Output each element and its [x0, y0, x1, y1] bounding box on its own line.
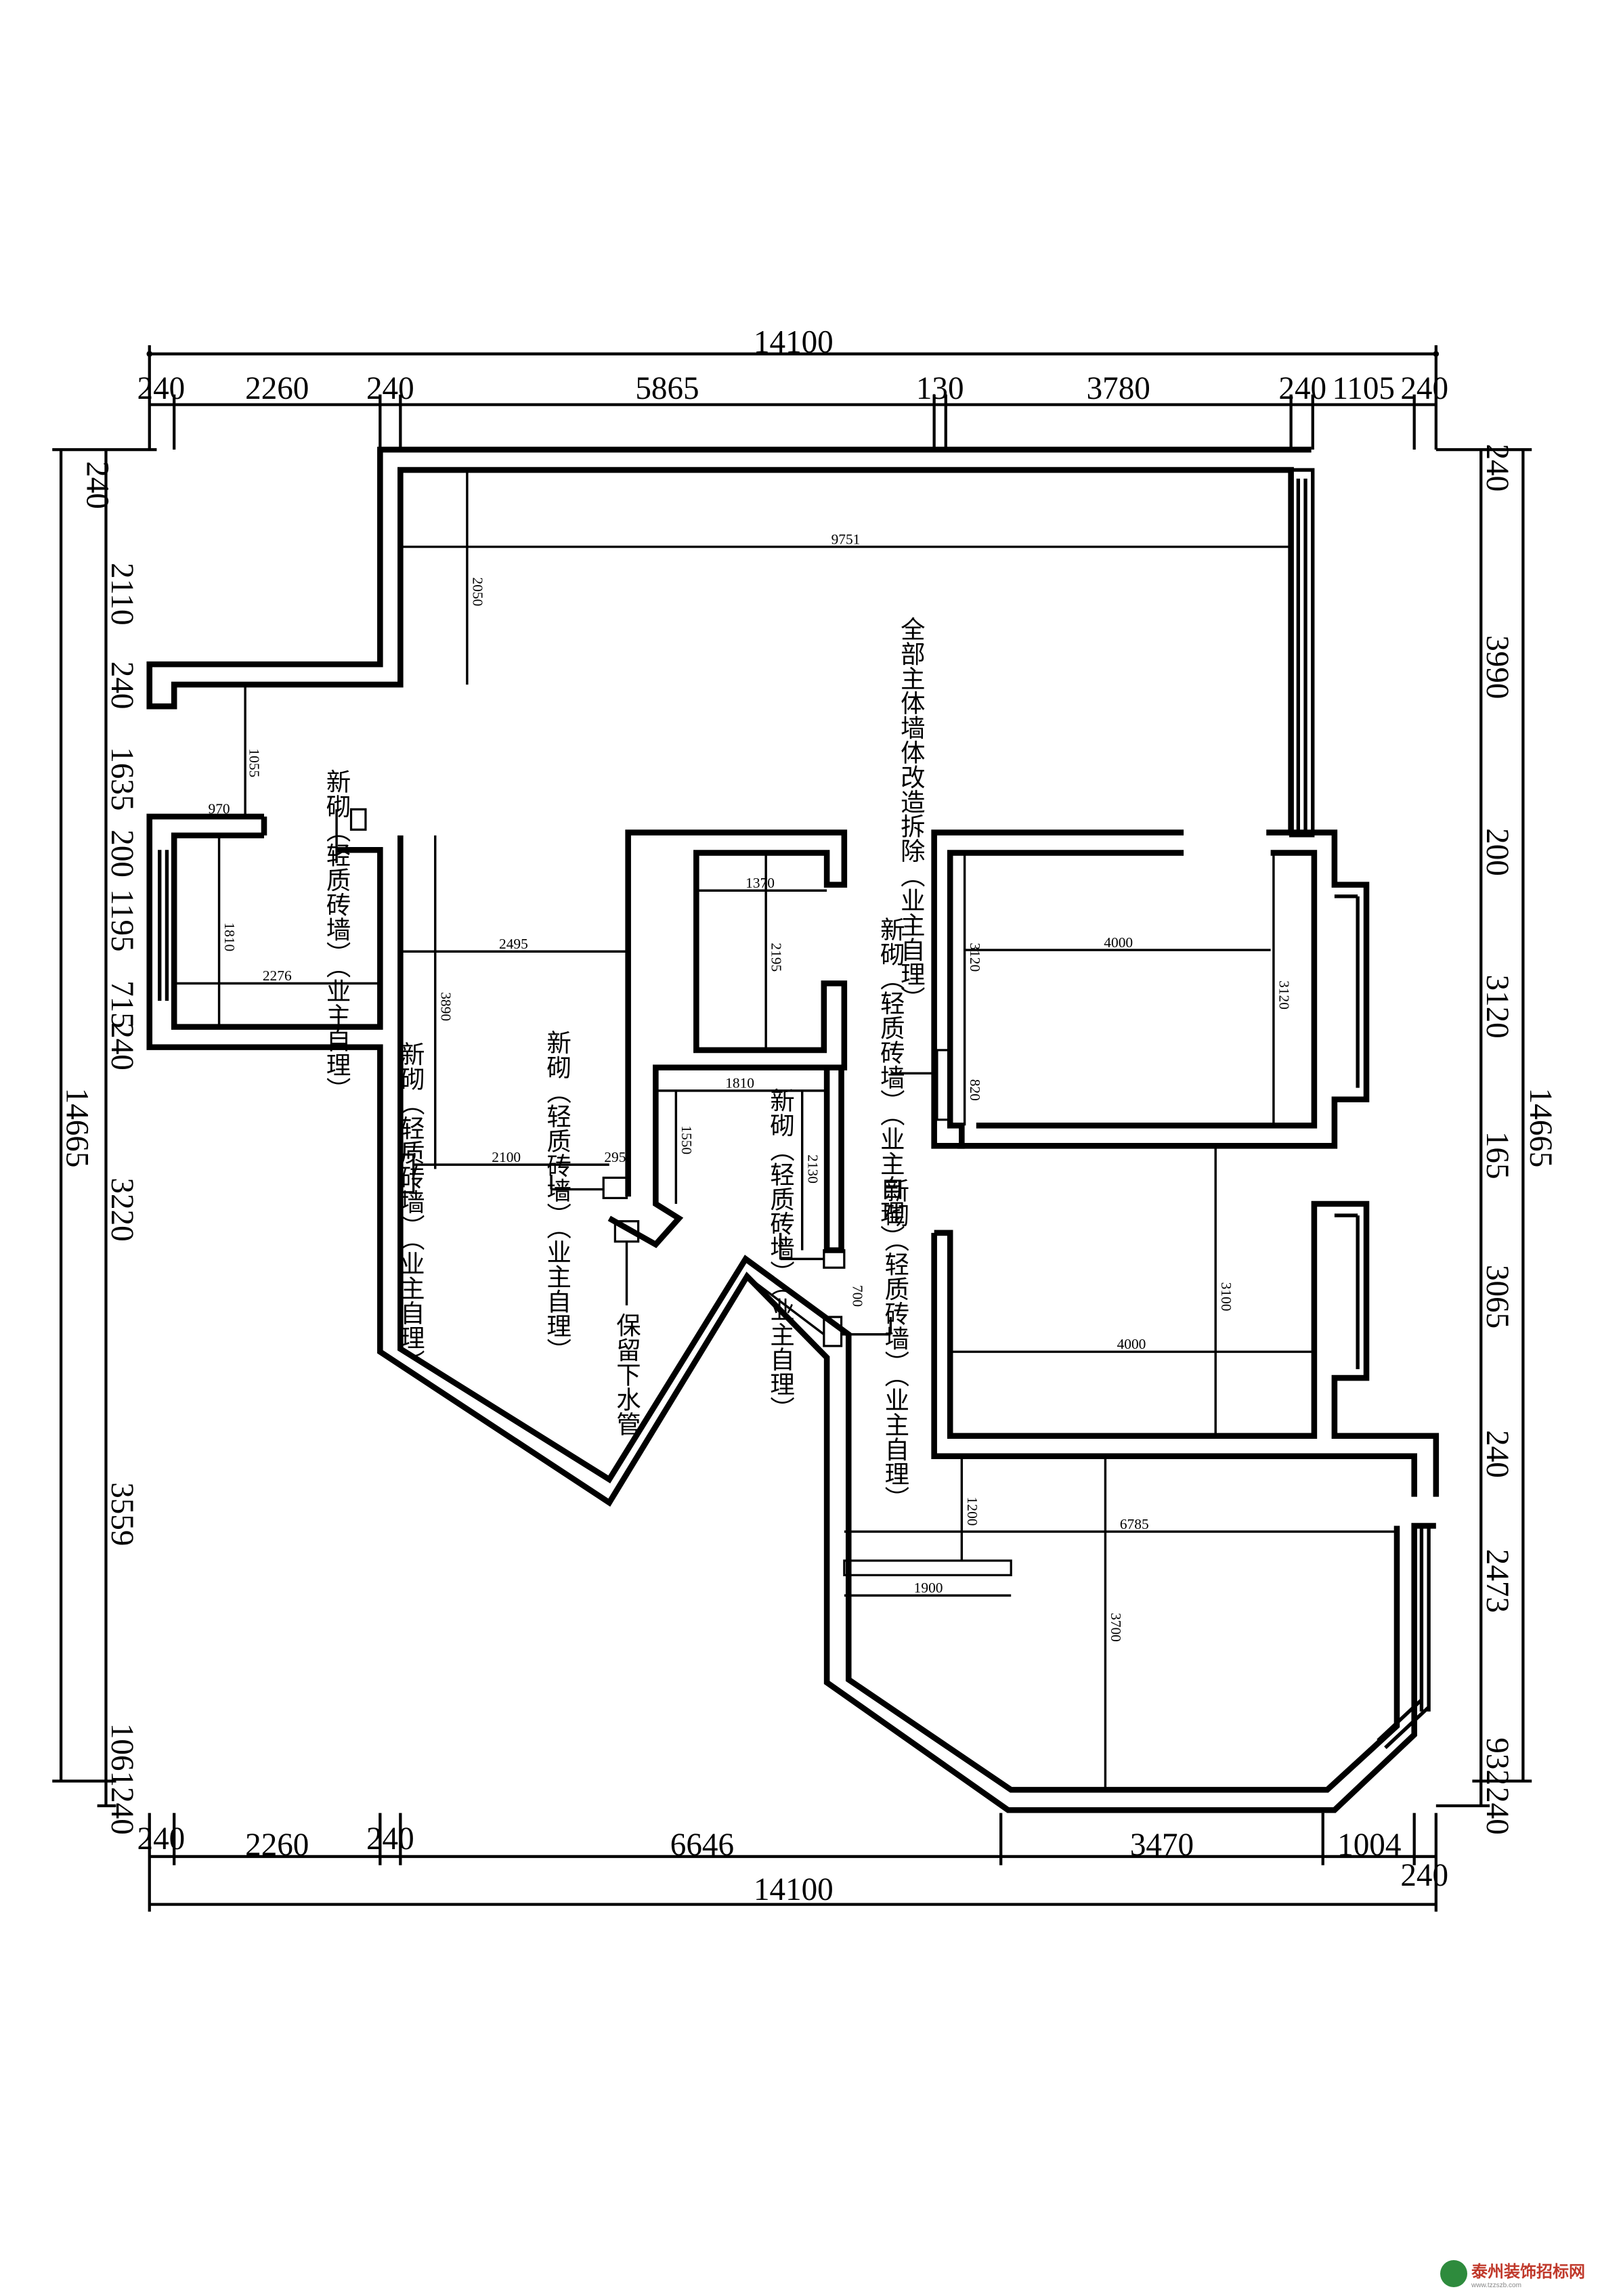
int-dim-2276: 2276 [263, 968, 292, 984]
int-dim-1370: 1370 [745, 875, 775, 891]
int-dim-4000b: 4000 [1117, 1336, 1146, 1352]
top-dim-1: 240 [137, 371, 186, 406]
right-dim-1: 240 [1479, 443, 1515, 492]
int-dim-700: 700 [850, 1285, 866, 1307]
int-dim-3700: 3700 [1108, 1613, 1124, 1642]
bottom-dim-3: 240 [366, 1821, 414, 1857]
watermark-url: www.tzzszb.com [1471, 2282, 1521, 2289]
top-dimension-lines [146, 345, 1440, 450]
top-dim-7: 240 [1278, 371, 1326, 406]
left-dim-7: 715 [104, 980, 139, 1028]
int-dim-3120b: 3120 [1276, 980, 1292, 1010]
right-dim-9: 932 [1479, 1737, 1515, 1785]
int-dim-6785: 6785 [1120, 1516, 1149, 1532]
watermark-logo-icon [1440, 2260, 1467, 2287]
right-dim-6: 3065 [1479, 1265, 1515, 1328]
left-dimension-lines [52, 448, 157, 1808]
annotations: 全部主体墙体改造拆除（业主自理） 新砌（轻质砖墙）（业主自理） 新砌（轻质砖墙）… [323, 616, 937, 1511]
right-dim-3: 200 [1479, 828, 1515, 876]
top-dim-2: 2260 [245, 371, 309, 406]
bottom-total-dim: 14100 [754, 1872, 834, 1907]
left-dim-12: 240 [104, 1787, 139, 1835]
left-dim-3: 240 [104, 662, 139, 710]
walls [146, 446, 1440, 1813]
left-dim-11: 1061 [104, 1723, 139, 1787]
top-dim-4: 5865 [635, 371, 699, 406]
right-dim-2: 3990 [1479, 635, 1515, 699]
bottom-dim-6: 1004 [1337, 1827, 1401, 1863]
right-dim-8: 2473 [1479, 1549, 1515, 1613]
bottom-dim-5: 3470 [1130, 1827, 1194, 1863]
int-dim-4000a: 4000 [1104, 934, 1133, 951]
note-center: 新砌（轻质砖墙）（业主自理） [544, 1030, 571, 1363]
bottom-dim-4: 6646 [670, 1827, 734, 1863]
int-dim-1810b: 1810 [725, 1075, 754, 1091]
int-dim-1200: 1200 [964, 1497, 980, 1526]
int-dim-1055: 1055 [246, 748, 263, 777]
top-dim-6: 3780 [1087, 371, 1150, 406]
int-dim-970: 970 [209, 801, 230, 817]
right-total-dim: 14665 [1523, 1088, 1558, 1168]
interior-dimension-lines [174, 470, 1397, 1790]
top-total-dim: 14100 [754, 325, 834, 360]
int-dim-3890: 3890 [437, 992, 454, 1021]
int-dim-2130: 2130 [804, 1154, 821, 1184]
top-dim-3: 240 [366, 371, 414, 406]
left-dim-9: 3220 [104, 1177, 139, 1241]
int-dim-2495: 2495 [499, 936, 528, 952]
right-dimension-lines [1435, 448, 1532, 1808]
int-dim-3100: 3100 [1218, 1282, 1234, 1312]
right-dim-7: 240 [1479, 1430, 1515, 1478]
watermark-name: 泰州装饰招标网 [1471, 2263, 1585, 2281]
note-left-mid: 新砌（轻质砖墙）（业主自理） [397, 1041, 425, 1374]
left-dim-1: 240 [80, 461, 115, 509]
int-dim-3120a: 3120 [967, 943, 983, 972]
note-top: 全部主体墙体改造拆除（业主自理） [897, 616, 925, 1011]
left-dim-4: 1635 [104, 747, 139, 810]
note-right-upper: 新砌（轻质砖墙）（业主自理） [877, 917, 905, 1250]
int-dim-1550: 1550 [678, 1125, 695, 1154]
left-dim-5: 200 [104, 829, 139, 878]
site-watermark: 泰州装饰招标网 www.tzzszb.com [1440, 2258, 1585, 2289]
int-dim-2100: 2100 [492, 1149, 521, 1165]
right-dim-10: 240 [1479, 1787, 1515, 1835]
bottom-dimension-lines [148, 1813, 1437, 1912]
bottom-dim-2: 2260 [245, 1827, 309, 1863]
top-dim-8: 1105 [1332, 371, 1394, 406]
int-dim-295: 295 [604, 1149, 626, 1165]
note-right-lower: 新砌（轻质砖墙）（业主自理） [882, 1177, 909, 1511]
left-dim-10: 3559 [104, 1482, 139, 1546]
bottom-dim-1: 240 [137, 1821, 186, 1857]
int-dim-1900: 1900 [914, 1580, 943, 1596]
top-dim-5: 130 [916, 371, 964, 406]
int-dim-2050: 2050 [469, 578, 485, 607]
int-dim-1810: 1810 [221, 922, 238, 951]
bottom-dim-7: 240 [1400, 1858, 1448, 1893]
int-dim-9751: 9751 [831, 531, 861, 547]
top-dim-9: 240 [1400, 371, 1448, 406]
right-dim-4: 3120 [1479, 975, 1515, 1039]
left-dim-8: 240 [104, 1022, 139, 1070]
int-dim-820: 820 [967, 1079, 983, 1101]
right-dim-5: 165 [1479, 1131, 1515, 1179]
left-dim-2: 2110 [104, 563, 139, 625]
int-dim-2195: 2195 [769, 943, 785, 972]
left-dim-6: 1195 [104, 889, 139, 951]
left-total-dim: 14665 [60, 1088, 95, 1168]
note-drain-pipe: 保留下水管 [613, 1313, 641, 1436]
